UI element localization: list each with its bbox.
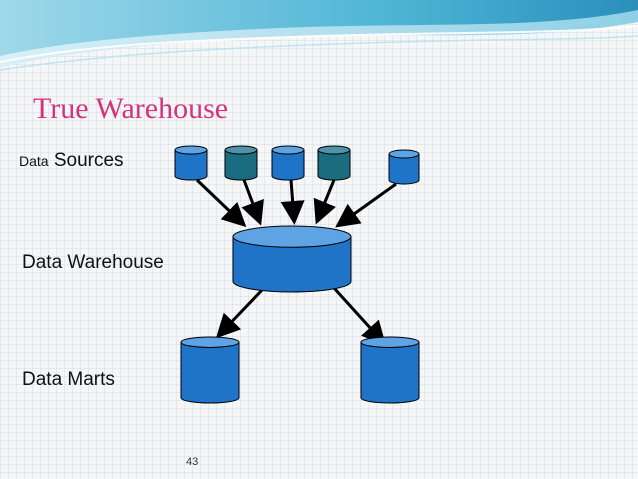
source-1-body [174, 149, 208, 181]
mart-1-lid [180, 336, 240, 348]
arrow-source-5-to-warehouse [335, 182, 397, 228]
arrow-source-4-to-warehouse [313, 179, 336, 225]
mart-2-body [360, 341, 420, 404]
source-3-database-icon [271, 145, 305, 181]
mart-2-lid [360, 336, 420, 348]
label-data-sources-suffix: Sources [53, 150, 124, 171]
header-swoosh-decoration [0, 0, 638, 71]
source-5-body [388, 153, 420, 185]
label-data-marts: Data Marts [22, 369, 115, 390]
arrow-warehouse-to-mart-1 [215, 286, 266, 339]
label-data-sources: Data Sources [19, 150, 124, 172]
warehouse-lid [232, 225, 352, 248]
source-5-lid [388, 149, 420, 159]
source-1-database-icon [174, 145, 208, 181]
arrow-source-3-to-warehouse [280, 179, 305, 225]
arrow-warehouse-to-mart-2 [332, 286, 387, 346]
source-3-lid [271, 145, 305, 155]
warehouse-database-icon [232, 225, 352, 293]
source-5-database-icon [388, 149, 420, 185]
source-2-database-icon [224, 145, 258, 181]
mart-1-body [180, 341, 240, 404]
source-3-body [271, 149, 305, 181]
mart-2-database-icon [360, 336, 420, 404]
mart-1-database-icon [180, 336, 240, 404]
label-data-sources-prefix: Data [19, 153, 49, 169]
arrow-source-1-to-warehouse [195, 178, 247, 228]
source-4-database-icon [317, 145, 351, 181]
source-1-lid [174, 145, 208, 155]
source-4-body [317, 149, 351, 181]
warehouse-body [232, 236, 352, 293]
arrow-source-2-to-warehouse [241, 179, 264, 226]
source-2-body [224, 149, 258, 181]
source-4-lid [317, 145, 351, 155]
page-number: 43 [186, 456, 199, 468]
label-data-warehouse: Data Warehouse [22, 252, 164, 273]
source-2-lid [224, 145, 258, 155]
slide-title: True Warehouse [33, 92, 229, 125]
